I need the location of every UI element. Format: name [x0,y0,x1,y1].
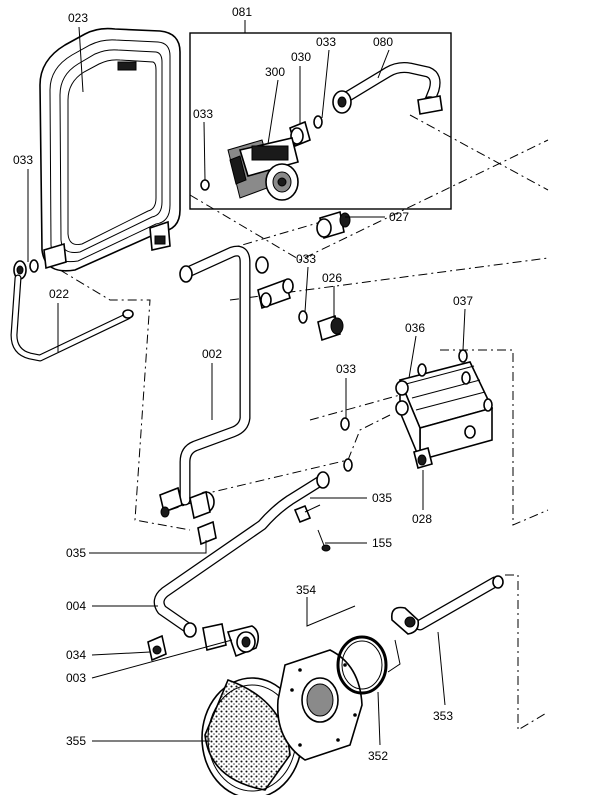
fittings-center [255,256,294,310]
ring-352 [336,635,388,695]
label-037: 037 [453,294,473,308]
label-026: 026 [322,271,342,285]
label-004: 004 [66,599,86,613]
label-022: 022 [49,287,69,301]
heat-exchanger-036 [395,361,494,462]
expansion-vessel-023 [39,27,181,272]
label-033-box: 033 [316,35,336,49]
label-027: 027 [389,210,409,224]
assembly-axes [59,114,549,731]
label-002: 002 [202,347,222,361]
label-155: 155 [372,536,392,550]
label-355: 355 [66,734,86,748]
label-023: 023 [68,11,88,25]
valve-028 [413,447,433,469]
seal-033-hx2 [343,458,353,472]
label-352: 352 [368,749,388,763]
sensor-155 [317,529,331,552]
label-035-left: 035 [66,546,86,560]
label-035-right: 035 [372,491,392,505]
label-036: 036 [405,321,425,335]
gasket-354 [276,649,363,761]
label-030: 030 [291,50,311,64]
label-300: 300 [265,65,285,79]
pump-300 [227,137,299,201]
seal-033-box [313,115,323,129]
label-003: 003 [66,671,86,685]
label-033-tank: 033 [13,153,33,167]
seals-033-tank [13,259,39,280]
label-034: 034 [66,648,86,662]
label-081: 081 [232,5,252,19]
pipe-004 [153,471,330,638]
leader-lines [27,20,466,746]
fitting-026 [317,314,344,342]
electrode-353 [387,575,504,673]
label-354: 354 [296,583,316,597]
label-353: 353 [433,709,453,723]
tube-022 [10,274,134,362]
label-033-pump: 033 [193,107,213,121]
seal-033-mid [298,310,308,324]
label-080: 080 [373,35,393,49]
clip-035-right [293,504,321,524]
clip-035-left [197,520,217,546]
pump-assembly-box-081 [189,32,452,210]
seal-033-pump [200,179,210,191]
label-033-hx: 033 [336,362,356,376]
part-034 [147,634,167,662]
part-labels: 023 081 030 033 080 300 033 033 027 022 … [13,5,473,763]
valve-027 [316,210,351,240]
seal-033-hx [340,417,350,431]
label-033-mid: 033 [296,252,316,266]
pipe-002 [159,245,251,520]
label-028: 028 [412,512,432,526]
pipe-080 [332,62,443,115]
